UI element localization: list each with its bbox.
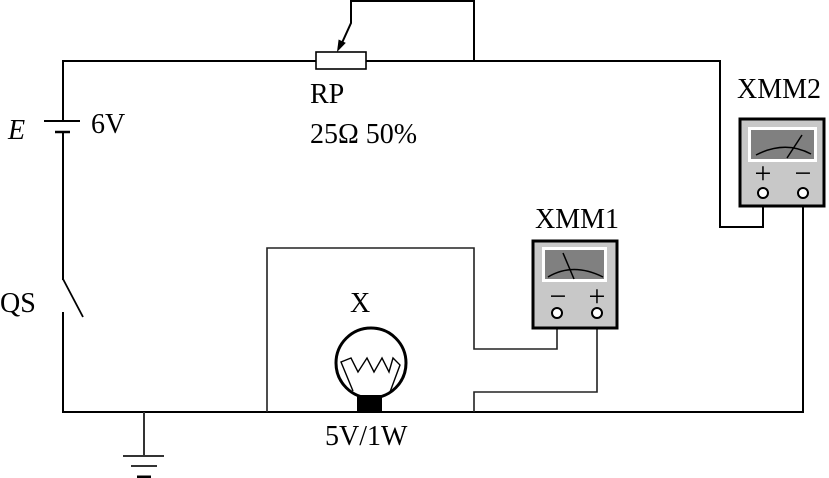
terminal-positive[interactable] bbox=[757, 187, 769, 199]
minus-sign: − bbox=[550, 280, 567, 313]
ground-icon bbox=[123, 412, 164, 478]
multimeter-xmm1[interactable]: XMM1 − + bbox=[531, 204, 619, 330]
multimeter-xmm2-label: XMM2 bbox=[737, 74, 821, 105]
meter-needle-icon bbox=[562, 252, 575, 280]
battery: E 6V bbox=[7, 109, 125, 146]
meter-scale-arc bbox=[755, 146, 812, 156]
plus-sign: + bbox=[755, 157, 772, 190]
battery-symbol-label: E bbox=[7, 115, 25, 146]
wire-lamp-loop-lower bbox=[473, 318, 598, 412]
lamp-bulb-icon bbox=[334, 326, 408, 400]
potentiometer: RP 25Ω 50% bbox=[310, 39, 417, 150]
terminal-negative[interactable] bbox=[551, 307, 563, 319]
switch: QS bbox=[0, 278, 84, 319]
meter-needle-icon bbox=[786, 134, 803, 159]
wiper-arrow-icon bbox=[337, 39, 346, 52]
lamp-rating: 5V/1W bbox=[325, 421, 408, 452]
resistor-body bbox=[315, 51, 367, 70]
multimeter-xmm1-label: XMM1 bbox=[535, 204, 619, 235]
wire-lamp-loop-upper bbox=[266, 247, 558, 412]
meter-scale-arc bbox=[547, 268, 604, 278]
switch-blade bbox=[62, 278, 84, 318]
wire-bottom-rail bbox=[62, 197, 804, 413]
wires bbox=[62, 0, 804, 413]
potentiometer-rating: 25Ω 50% bbox=[310, 119, 417, 150]
terminal-negative[interactable] bbox=[797, 187, 809, 199]
potentiometer-label: RP bbox=[310, 79, 344, 110]
terminal-positive[interactable] bbox=[591, 307, 603, 319]
wire-top-right bbox=[365, 60, 764, 228]
lamp-filament-icon bbox=[340, 356, 401, 393]
lamp: X 5V/1W bbox=[325, 288, 408, 452]
switch-label: QS bbox=[0, 288, 36, 319]
battery-voltage-label: 6V bbox=[91, 109, 125, 140]
wire-wiper-loop bbox=[339, 0, 475, 62]
lamp-label: X bbox=[350, 288, 370, 319]
minus-sign: − bbox=[795, 157, 812, 190]
meter-screen bbox=[751, 130, 814, 159]
lamp-base bbox=[357, 395, 382, 412]
multimeter-xmm2[interactable]: XMM2 + − bbox=[737, 74, 826, 208]
plus-sign: + bbox=[589, 280, 606, 313]
